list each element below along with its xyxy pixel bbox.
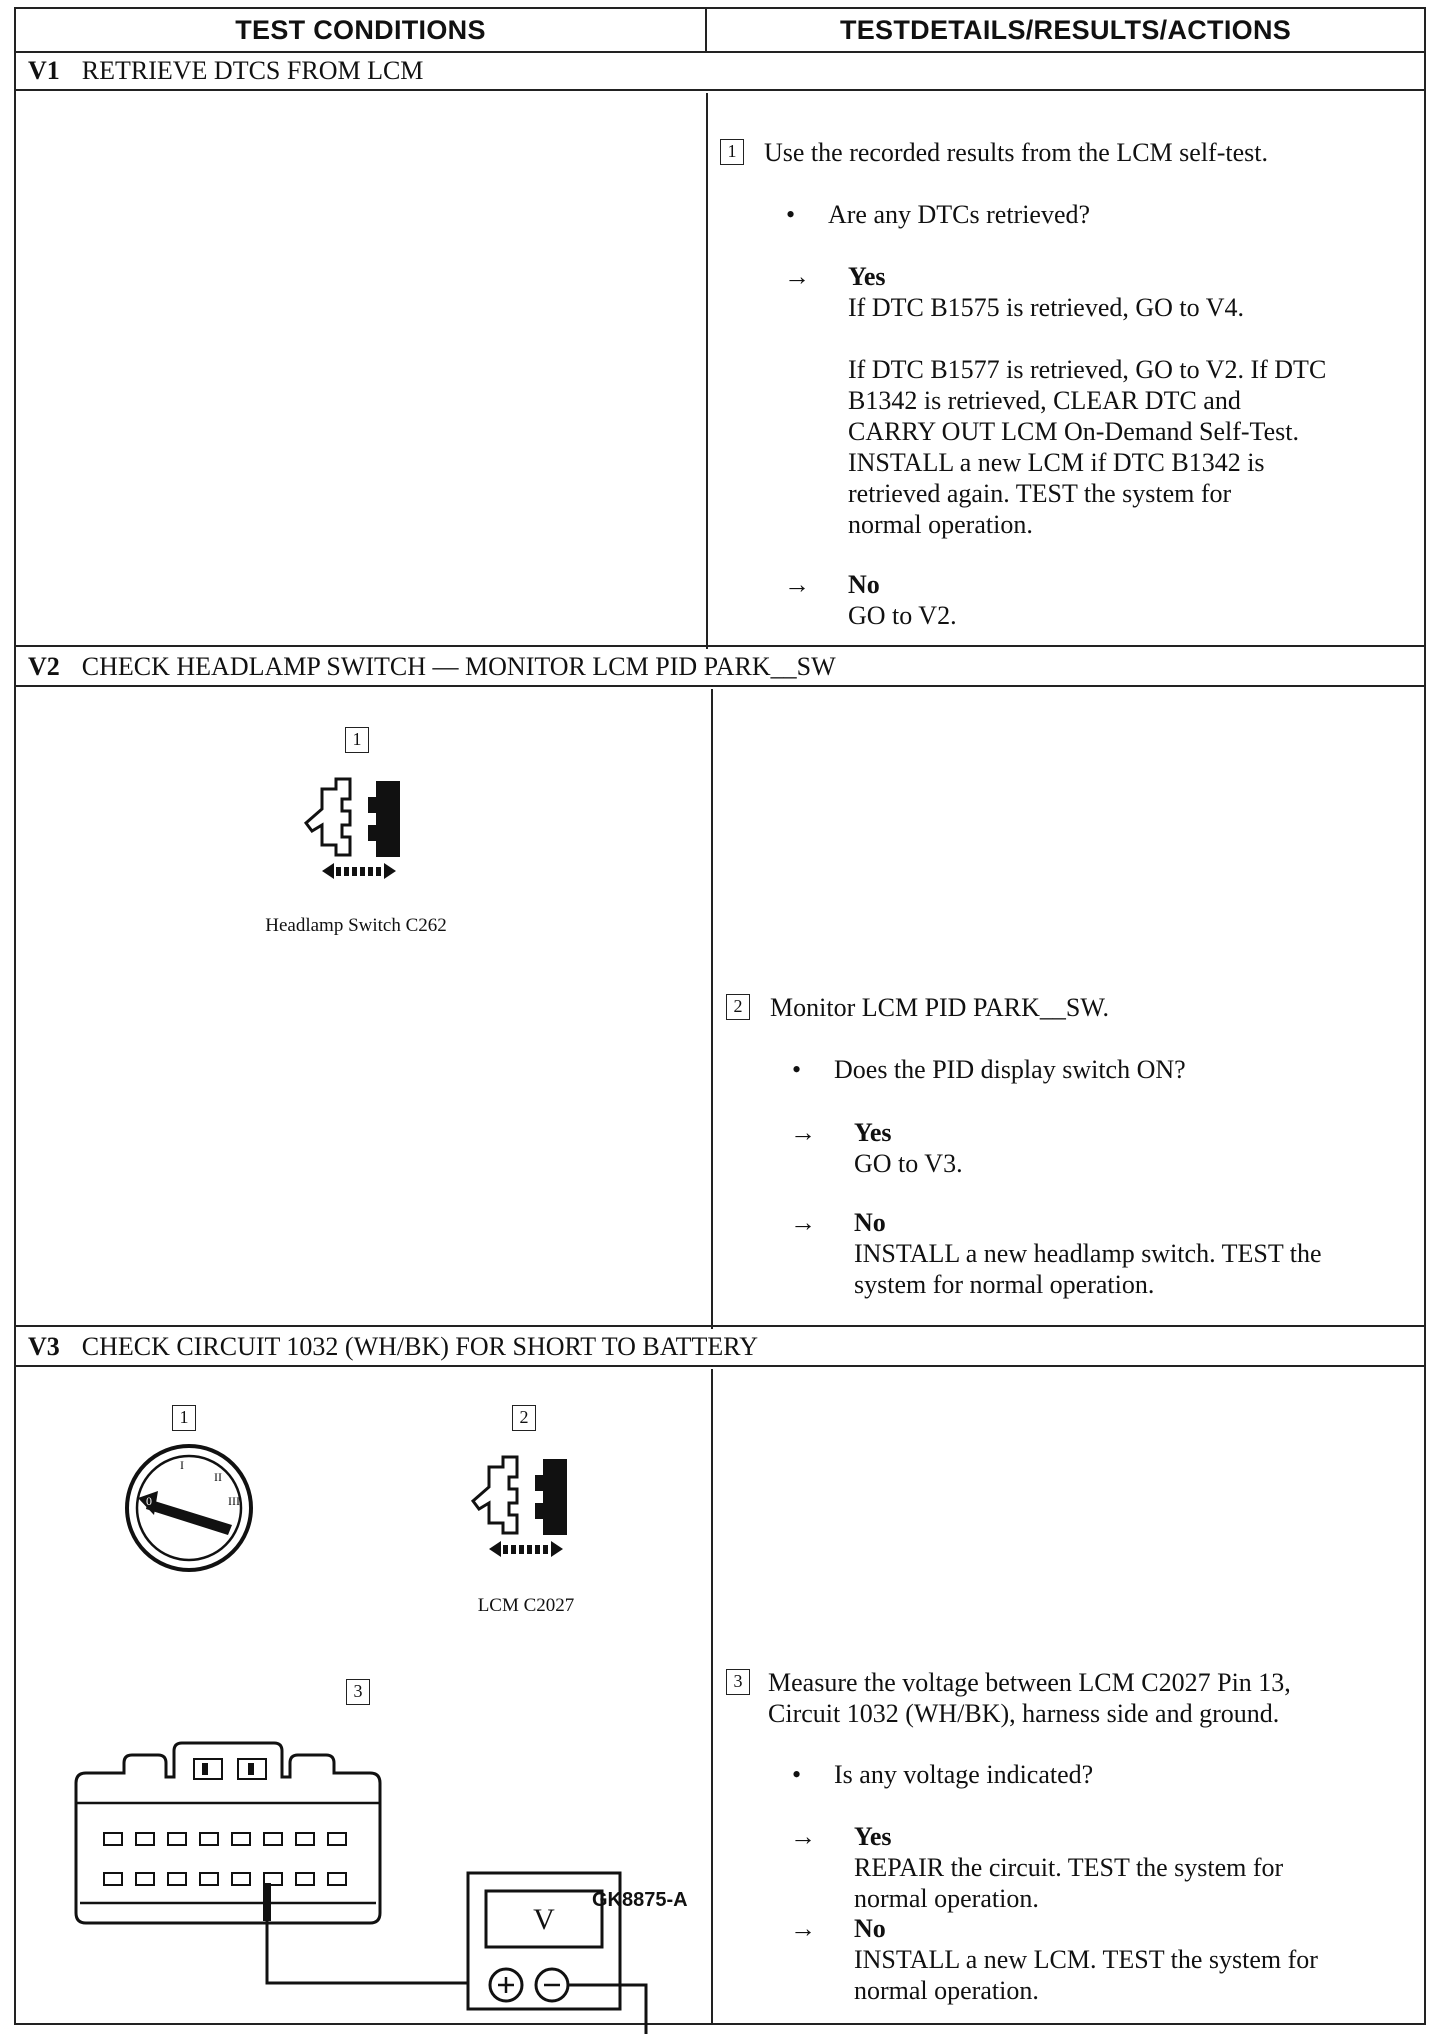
lcm-connector-caption: LCM C2027	[477, 1595, 575, 1616]
v3-no-line: normal operation.	[854, 1976, 1039, 2005]
v2-no-line: system for normal operation.	[854, 1270, 1155, 1299]
section-v1-heading: RETRIEVE DTCS FROM LCM	[81, 56, 424, 85]
bullet-icon: •	[792, 1055, 802, 1084]
v1-yes-line: normal operation.	[848, 510, 1033, 539]
v1-yes-line: B1342 is retrieved, CLEAR DTC and	[848, 386, 1241, 415]
header-test-conditions: TEST CONDITIONS	[16, 9, 708, 51]
figure-number-box: 3	[346, 1679, 370, 1705]
section-v2-number: V2	[28, 652, 60, 681]
v1-yes-label: Yes	[848, 262, 886, 291]
figure-number-box: 1	[345, 727, 369, 753]
arrow-right-icon: →	[790, 1208, 816, 1237]
v1-yes-line: retrieved again. TEST the system for	[848, 479, 1232, 508]
meter-model-label: GK8875-A	[592, 1889, 688, 1911]
v3-yes-label: Yes	[854, 1822, 892, 1851]
v3-yes-line: REPAIR the circuit. TEST the system for	[854, 1853, 1284, 1882]
v2-yes-label: Yes	[854, 1118, 892, 1147]
svg-text:III: III	[228, 1494, 240, 1508]
column-divider-v1	[706, 93, 708, 649]
column-divider-v3	[711, 1369, 713, 2025]
bullet-icon: •	[792, 1760, 802, 1789]
v1-yes-line: CARRY OUT LCM On-Demand Self-Test.	[848, 417, 1299, 446]
arrow-right-icon: →	[784, 262, 810, 291]
arrow-right-icon: →	[790, 1118, 816, 1147]
v3-step3-line: Circuit 1032 (WH/BK), harness side and g…	[768, 1699, 1280, 1728]
v1-yes-line: INSTALL a new LCM if DTC B1342 is	[848, 448, 1265, 477]
column-divider-v2	[711, 689, 713, 1329]
v2-no-label: No	[854, 1208, 886, 1237]
v2-step2-text: Monitor LCM PID PARK__SW.	[770, 993, 1110, 1022]
header-test-details: TESTDETAILS/RESULTS/ACTIONS	[839, 15, 1292, 45]
arrow-right-icon: →	[784, 570, 810, 599]
section-v2-heading: CHECK HEADLAMP SWITCH — MONITOR LCM PID …	[81, 652, 836, 681]
v1-question: Are any DTCs retrieved?	[828, 200, 1091, 229]
figure-number-box: 2	[512, 1405, 536, 1431]
v3-question: Is any voltage indicated?	[834, 1760, 1094, 1789]
v1-no-label: No	[848, 570, 880, 599]
section-v2-title: V2 CHECK HEADLAMP SWITCH — MONITOR LCM PI…	[16, 647, 1424, 687]
diagnostic-test-sheet: TEST CONDITIONS TESTDETAILS/RESULTS/ACTI…	[14, 7, 1426, 2034]
svg-text:II: II	[214, 1470, 222, 1484]
v2-yes-text: GO to V3.	[854, 1149, 963, 1178]
v3-no-label: No	[854, 1914, 886, 1943]
v1-no-text: GO to V2.	[848, 601, 957, 630]
v1-yes-line: If DTC B1575 is retrieved, GO to V4.	[848, 293, 1244, 322]
meter-v-symbol: V	[533, 1903, 555, 1936]
step-number-box: 2	[726, 994, 750, 1020]
svg-text:0: 0	[146, 1494, 152, 1508]
connector-disconnect-icon	[470, 1455, 567, 1557]
ignition-switch-icon: 0 I II III	[125, 1444, 253, 1572]
v3-yes-line: normal operation.	[854, 1884, 1039, 1913]
figure-number-box: 1	[172, 1405, 196, 1431]
section-v3-heading: CHECK CIRCUIT 1032 (WH/BK) FOR SHORT TO …	[81, 1332, 758, 1361]
step-number-box: 1	[720, 139, 744, 165]
v2-no-line: INSTALL a new headlamp switch. TEST the	[854, 1239, 1322, 1268]
connector-disconnect-icon	[303, 777, 400, 879]
section-divider	[16, 645, 1424, 647]
v2-question: Does the PID display switch ON?	[834, 1055, 1186, 1084]
arrow-right-icon: →	[790, 1822, 816, 1851]
v3-no-line: INSTALL a new LCM. TEST the system for	[854, 1945, 1318, 1974]
headlamp-switch-caption: Headlamp Switch C262	[265, 915, 447, 936]
svg-text:I: I	[180, 1458, 184, 1472]
table-header: TEST CONDITIONS TESTDETAILS/RESULTS/ACTI…	[16, 9, 1424, 53]
section-v1-number: V1	[28, 56, 60, 85]
section-v3-title: V3 CHECK CIRCUIT 1032 (WH/BK) FOR SHORT T…	[16, 1327, 1424, 1367]
v1-step1-text: Use the recorded results from the LCM se…	[764, 138, 1268, 167]
step-number-box: 3	[726, 1669, 750, 1695]
v3-step3-line: Measure the voltage between LCM C2027 Pi…	[768, 1668, 1291, 1697]
section-divider	[16, 1325, 1424, 1327]
v1-yes-line: If DTC B1577 is retrieved, GO to V2. If …	[848, 355, 1327, 384]
arrow-right-icon: →	[790, 1914, 816, 1943]
section-v3-number: V3	[28, 1332, 60, 1361]
bullet-icon: •	[786, 200, 796, 229]
voltage-measurement-diagram: V	[74, 1741, 648, 2034]
section-v1-title: V1 RETRIEVE DTCS FROM LCM	[16, 51, 1424, 91]
